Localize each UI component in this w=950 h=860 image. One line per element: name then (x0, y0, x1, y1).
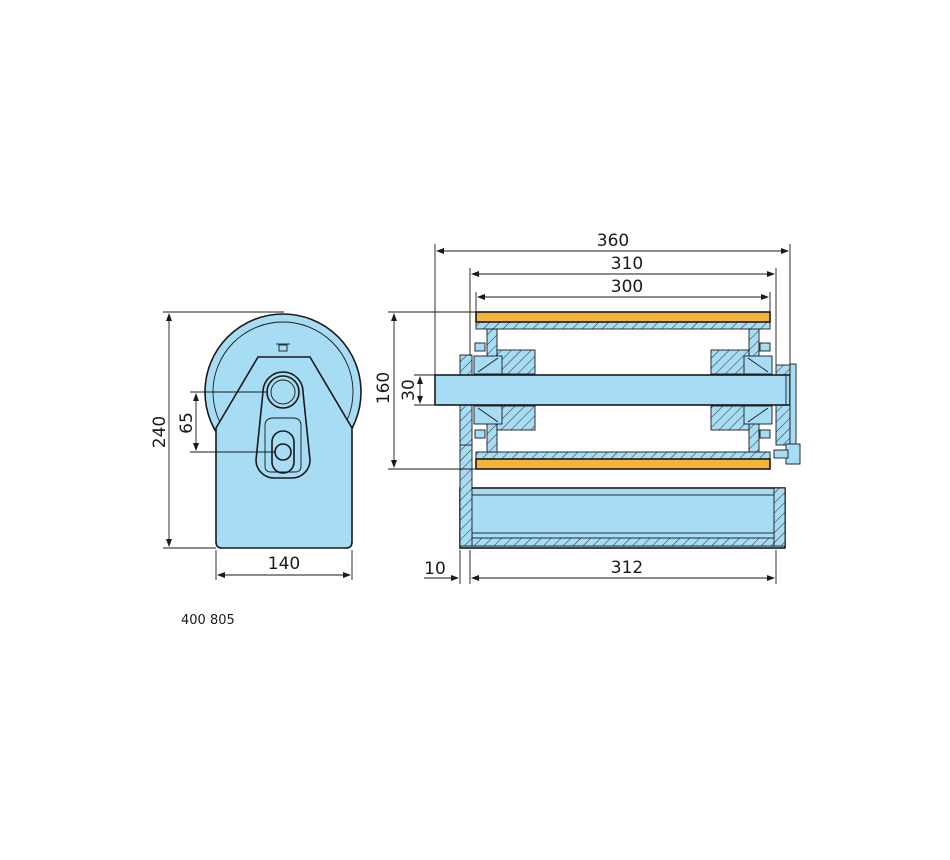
dim-axle-offset-label: 65 (177, 412, 197, 434)
grease-nipple (278, 344, 288, 352)
bolt-right-top (759, 342, 771, 352)
dim-plate-thickness-label: 10 (424, 559, 446, 579)
tread-top (475, 311, 771, 323)
hub-boss-right-bottom (710, 405, 750, 431)
bolt-left-top (474, 342, 486, 352)
bolt-left-bottom (474, 429, 486, 439)
dim-base-length-label: 312 (611, 558, 643, 578)
wheel-rim-bottom (475, 451, 771, 460)
bolt-right-bottom (759, 429, 771, 439)
end-plate-right-lower (773, 487, 786, 547)
dim-axle-diameter-label: 30 (399, 379, 419, 401)
dim-height-label: 240 (150, 416, 170, 448)
dim-wheel-diameter-label: 160 (374, 372, 394, 404)
axle (434, 374, 791, 406)
tread-bottom (475, 458, 771, 470)
adjuster-screw (773, 449, 789, 459)
axle-end (266, 375, 300, 409)
dim-overall-length-label: 360 (597, 231, 629, 251)
dim-width-label: 140 (268, 554, 300, 574)
side-view: 240 65 140 (150, 311, 362, 580)
base-channel-inner (469, 494, 777, 534)
article-number: 400 805 (181, 613, 235, 628)
dim-wheel-width-label: 300 (611, 277, 643, 297)
dim-bracket-length-label: 310 (611, 254, 643, 274)
wheel-rim-top (475, 321, 771, 330)
end-plate-left-lower (459, 439, 473, 547)
adjuster-bolt (274, 443, 292, 461)
section-view: 360 310 300 160 30 10 312 (374, 231, 801, 584)
base-hatch (469, 537, 777, 547)
hub-boss-right-top (710, 349, 750, 375)
hub-boss-left-bottom (496, 405, 536, 431)
hub-boss-left-top (496, 349, 536, 375)
